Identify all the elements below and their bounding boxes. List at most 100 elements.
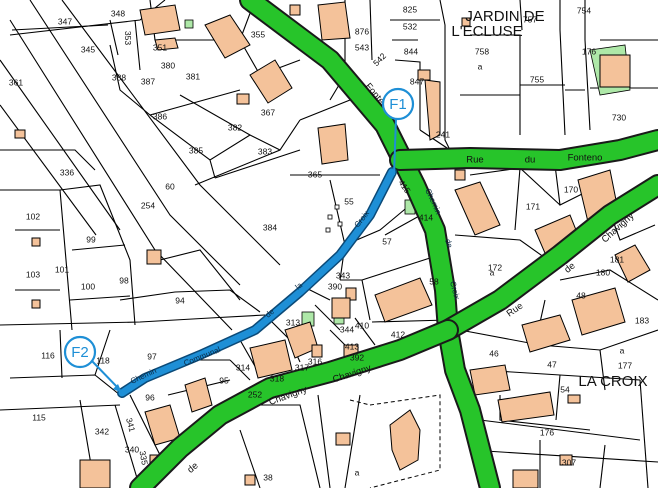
parcel-number: 183 [635, 315, 649, 325]
building [289, 4, 301, 16]
building [559, 454, 573, 466]
parcel-number: a [355, 467, 360, 477]
parcel-number: 386 [153, 111, 167, 121]
parcel-number: 115 [32, 412, 46, 422]
parcel-number: 38 [263, 472, 273, 482]
parcel-number: 241 [436, 129, 450, 139]
parcel-number: 254 [141, 200, 155, 210]
marker-f2-pointer [90, 359, 121, 391]
parcel-number: 318 [270, 373, 284, 383]
building [521, 314, 571, 353]
parcel-number: 757 [523, 14, 537, 24]
marker-f2-arrowhead [113, 384, 122, 393]
parcel-numbers: 347 345 348 353 351 380 381 388 387 355 … [9, 4, 649, 482]
parcel-number: 94 [175, 295, 185, 305]
parcel-number: 97 [147, 351, 157, 361]
parcel-number: 410 [355, 320, 369, 330]
parcel-number: 387 [141, 76, 155, 86]
parcel-number: 412 [391, 329, 405, 339]
parcel-number: 335 [138, 450, 150, 466]
parcel-number: 414 [419, 212, 433, 222]
building [317, 123, 349, 165]
parcel-number: 755 [530, 74, 544, 84]
parcel-number: a [490, 267, 495, 277]
parcel-number: 847 [410, 76, 424, 86]
parcel-number: 392 [350, 352, 364, 362]
marker-f2-circle [63, 335, 97, 369]
place-jardin-line1: JARDIN DE [465, 8, 544, 25]
parcel-number: 341 [124, 417, 137, 434]
parcel-number: 177 [618, 360, 632, 370]
building [335, 432, 351, 446]
parcel-number: 307 [562, 457, 576, 467]
building [599, 54, 631, 88]
parcel-number: 344 [340, 324, 354, 334]
parcel-number: 543 [355, 42, 369, 52]
parcel-number: 336 [60, 167, 74, 177]
parcel-number: 532 [403, 21, 417, 31]
building [204, 14, 251, 59]
parcel-number: 172 [488, 262, 502, 272]
parcel-number: 171 [526, 201, 540, 211]
marker-f1[interactable]: F1 [381, 87, 415, 176]
buildings [14, 1, 651, 488]
building [374, 277, 433, 323]
parcel-number: 313 [286, 317, 300, 327]
parcel-number: 340 [125, 444, 139, 454]
dashed-boundaries [349, 394, 441, 488]
parcel-number: 316 [308, 356, 322, 366]
chemin-communal [117, 167, 397, 398]
parcel-number: 170 [564, 184, 578, 194]
building [311, 344, 323, 358]
street-rue-fonteno-b: du [525, 155, 536, 166]
parcel-number: 758 [475, 46, 489, 56]
parcel-number: 103 [26, 269, 40, 279]
parcel-number: 47 [547, 359, 557, 369]
parcel-number: 382 [228, 122, 242, 132]
building [454, 169, 466, 181]
parcel-number: a [620, 345, 625, 355]
parcel-number: 342 [95, 426, 109, 436]
parcel-number: 754 [577, 5, 591, 15]
parcel-number: 46 [489, 348, 499, 358]
marker-f1-label: F1 [389, 96, 407, 113]
building [469, 364, 511, 396]
building [249, 59, 293, 104]
parcel-number: 347 [58, 16, 72, 26]
parcel-number: 252 [248, 389, 262, 399]
parcel-number: 99 [86, 234, 96, 244]
parcel-number: 176 [582, 46, 596, 56]
parcel-number: 118 [96, 355, 110, 365]
parcel-number: 381 [186, 71, 200, 81]
building [345, 287, 357, 301]
parcel-number: 730 [612, 112, 626, 122]
building [571, 287, 626, 336]
parcel-number: 825 [403, 4, 417, 14]
parcel-number: 361 [9, 77, 23, 87]
parcel-number: 388 [112, 72, 126, 82]
parcel-number: 380 [161, 60, 175, 70]
main-roads [129, 0, 658, 488]
parcel-number: 55 [344, 196, 354, 206]
building [184, 377, 213, 413]
parcel-number: 351 [153, 42, 167, 52]
parcel-number: 876 [355, 26, 369, 36]
parcel-number: 314 [236, 362, 250, 372]
building [154, 37, 179, 51]
parcel-number: 348 [111, 8, 125, 18]
street-rue-fonteno-a: Rue [466, 155, 483, 166]
parcel-number: 180 [596, 267, 610, 277]
parcel-number: 542 [371, 51, 388, 68]
building [512, 469, 539, 488]
parcel-number: 367 [261, 107, 275, 117]
parcel-number: 355 [251, 29, 265, 39]
building [31, 299, 41, 309]
parcel-number: 365 [308, 169, 322, 179]
marker-f2[interactable]: F2 [63, 335, 122, 393]
parcel-number: 345 [81, 44, 95, 54]
parcel-number: 58 [429, 276, 439, 286]
building [454, 181, 501, 236]
building [331, 297, 351, 319]
